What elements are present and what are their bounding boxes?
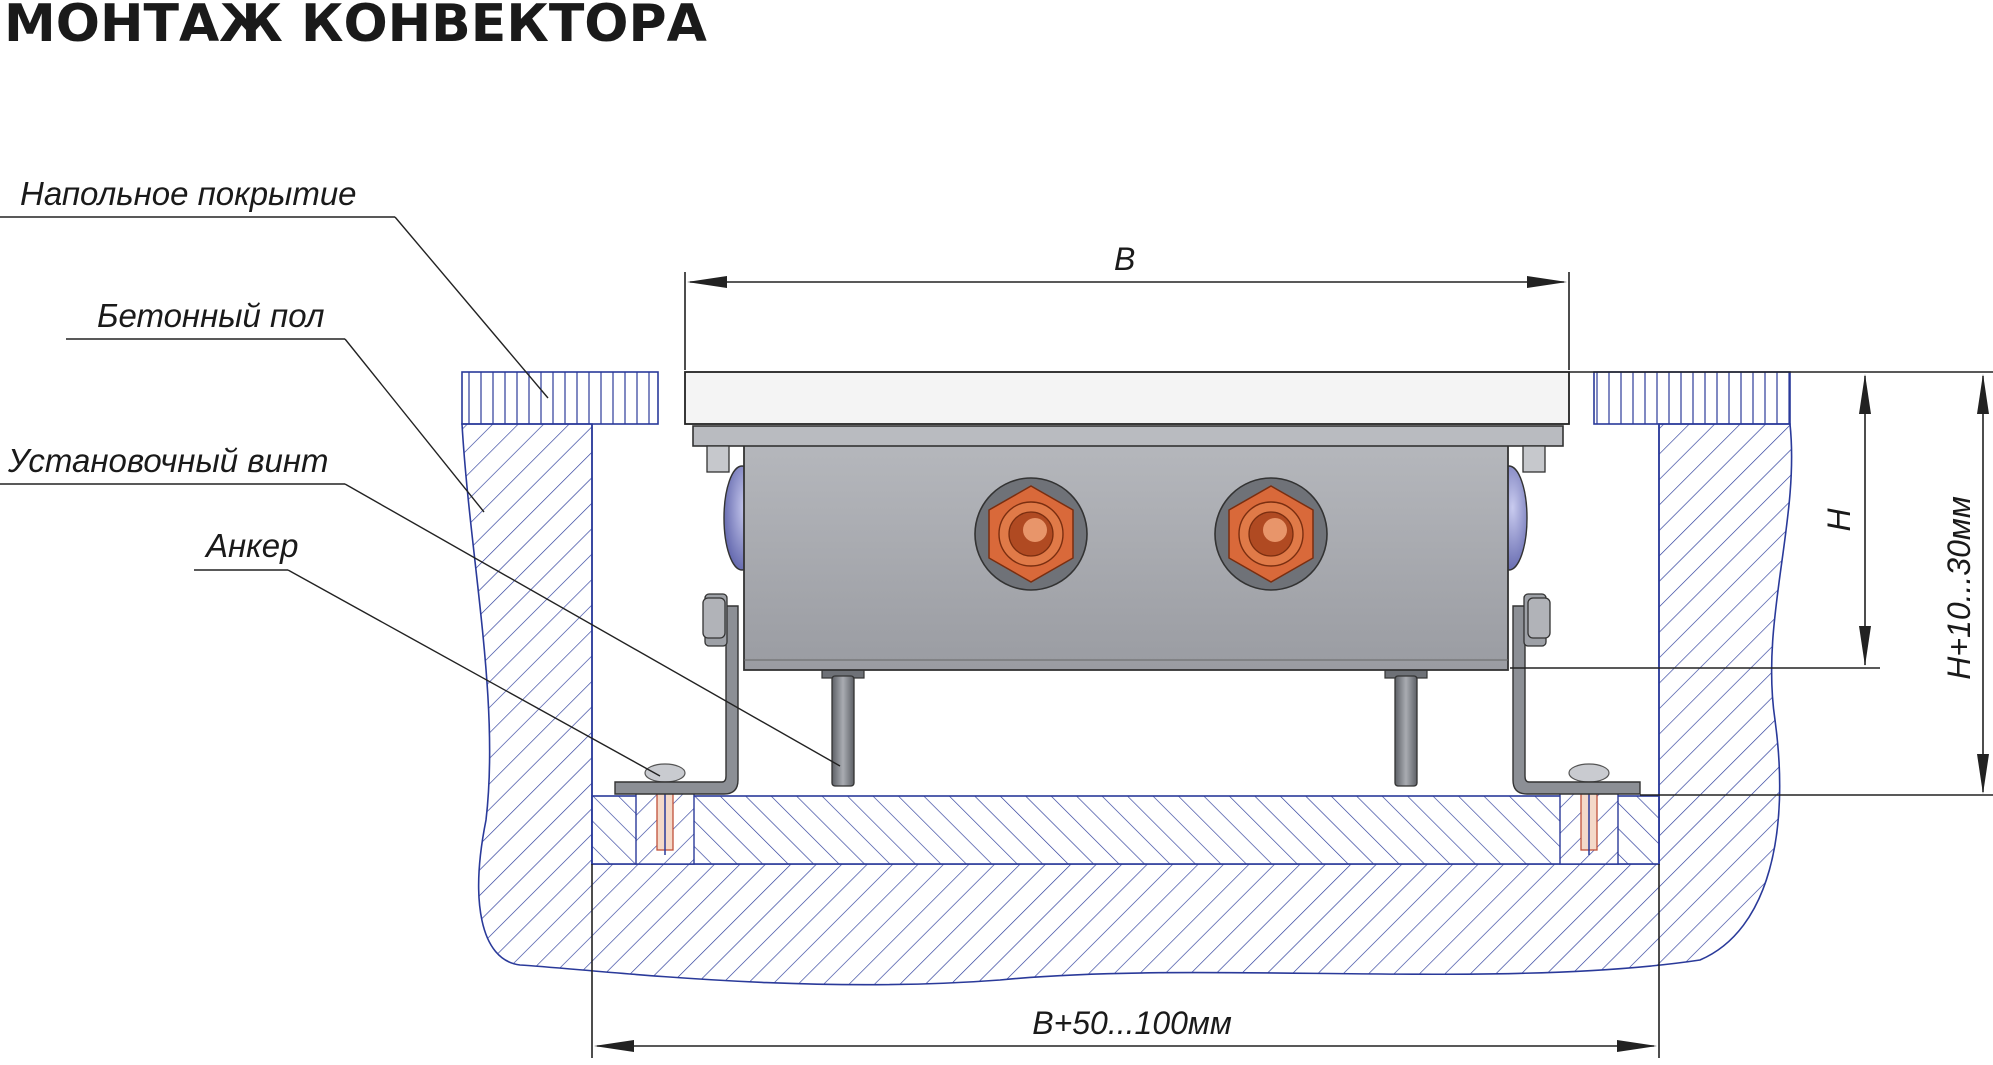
anchor-right bbox=[1559, 763, 1619, 865]
dimension-width: B bbox=[684, 241, 1570, 370]
callout-floor-covering: Напольное покрытие bbox=[0, 175, 549, 399]
dimension-width-label: B bbox=[1114, 241, 1135, 277]
callout-setting-screw: Установочный винт bbox=[0, 442, 841, 767]
anchor-left bbox=[635, 763, 695, 865]
dimension-height-label: H bbox=[1821, 508, 1857, 532]
dimension-pit-width: B+50...100мм bbox=[591, 864, 1660, 1058]
label-floor-covering: Напольное покрытие bbox=[20, 175, 357, 212]
pipe-connection-right bbox=[1214, 477, 1328, 591]
dimension-height: H bbox=[1510, 371, 1993, 669]
callout-anchor: Анкер bbox=[194, 527, 661, 777]
label-anchor: Анкер bbox=[204, 527, 298, 564]
convector-body bbox=[684, 371, 1570, 671]
dimension-pit-depth: H+10...30мм bbox=[1640, 374, 1993, 796]
label-setting-screw: Установочный винт bbox=[7, 442, 329, 479]
convector-grille bbox=[684, 371, 1570, 425]
label-concrete-floor: Бетонный пол bbox=[97, 297, 324, 334]
floor-covering bbox=[461, 371, 1791, 425]
page-title: МОНТАЖ КОНВЕКТОРА bbox=[4, 0, 707, 54]
dimension-pit-width-label: B+50...100мм bbox=[1032, 1005, 1232, 1041]
pipe-connection-left bbox=[974, 477, 1088, 591]
dimension-pit-depth-label: H+10...30мм bbox=[1941, 496, 1977, 680]
setting-screw-right bbox=[1384, 669, 1428, 787]
setting-screw-left bbox=[821, 669, 865, 787]
callout-concrete-floor: Бетонный пол bbox=[66, 297, 485, 513]
